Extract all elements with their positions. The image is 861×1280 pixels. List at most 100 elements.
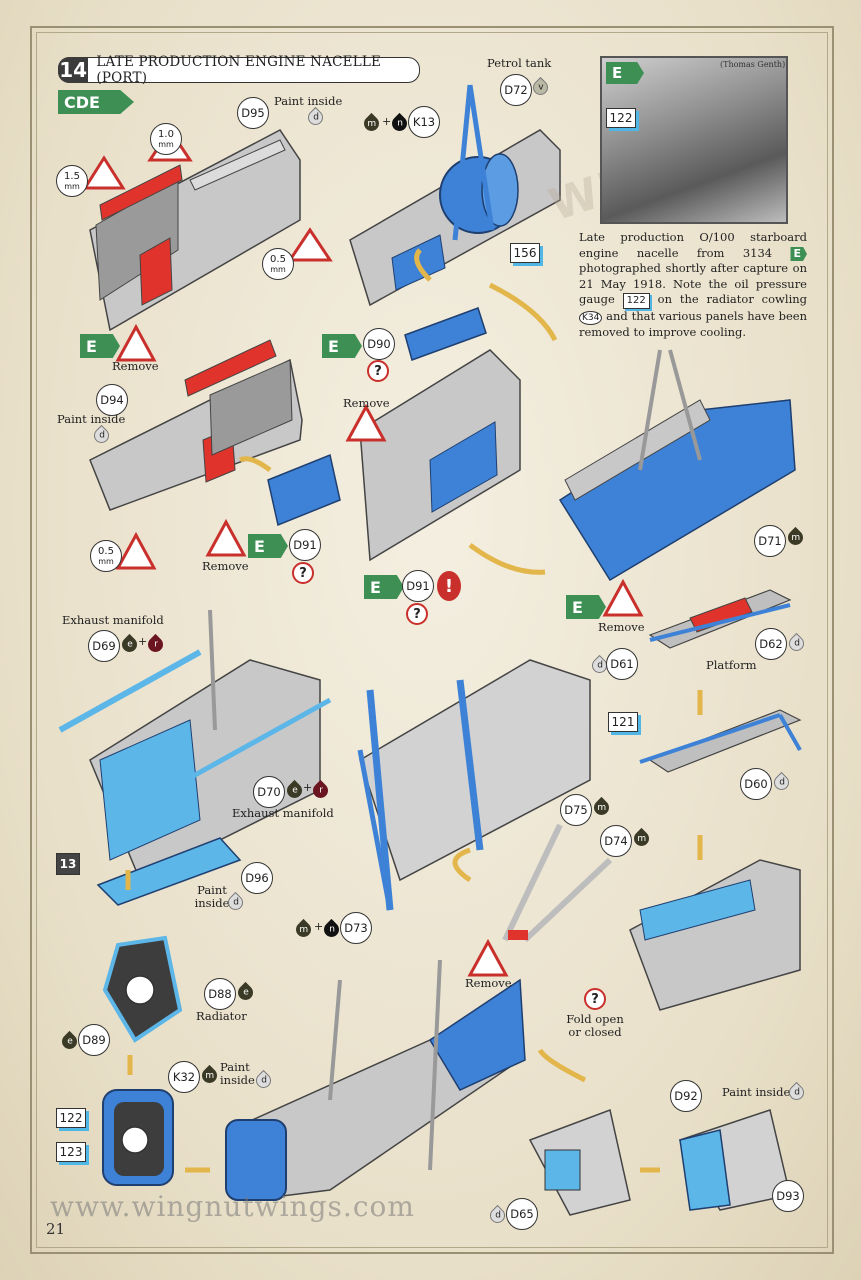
question-d91-left: ?: [292, 562, 314, 584]
part-d72: D72: [500, 74, 532, 106]
label-exhaust-manifold-top: Exhaust manifold: [62, 613, 164, 627]
label-or-closed: or closed: [568, 1025, 622, 1039]
part-d92: D92: [670, 1080, 702, 1112]
question-fold: ?: [584, 988, 606, 1010]
part-d75: D75: [560, 794, 592, 826]
part-d71: D71: [754, 525, 786, 557]
nose-cowl-d65: [528, 1108, 631, 1216]
version-flag-cde: CDE: [58, 90, 134, 114]
flag-e-remove-1: E: [80, 334, 120, 358]
photo-credit: (Thomas Genth): [720, 60, 786, 69]
box-step-13: 13: [56, 853, 80, 875]
part-d89: D89: [78, 1024, 110, 1056]
caption-gauge-122: 122: [622, 293, 650, 309]
part-d93: D93: [772, 1180, 804, 1212]
reference-photo: E (Thomas Genth) 122: [600, 56, 788, 224]
part-d91-left: D91: [289, 529, 321, 561]
box-156: 156: [510, 243, 540, 263]
flag-e-d91: E: [248, 534, 288, 558]
label-paint-inside-d92: Paint inside: [722, 1085, 791, 1099]
radiator-cowling-k32: [102, 1089, 174, 1186]
label-remove-2: Remove: [202, 559, 249, 573]
part-d70: D70: [253, 776, 285, 808]
label-radiator: Radiator: [196, 1009, 247, 1023]
nacelle-panel-mid-left: [89, 339, 303, 511]
nacelle-final-assembly: [225, 959, 526, 1201]
nacelle-engine-center: [357, 659, 591, 911]
part-d65: D65: [506, 1198, 538, 1230]
label-paint-inside-k32: Paint inside: [220, 1060, 255, 1088]
box-121: 121: [608, 712, 638, 732]
part-d91-center: D91: [402, 570, 434, 602]
plus-k13: +: [382, 115, 392, 128]
page-border: [30, 26, 834, 1254]
flag-e-platform: E: [566, 595, 606, 619]
panel-d91-blue: [267, 453, 341, 527]
label-exhaust-manifold-bottom: Exhaust manifold: [232, 806, 334, 820]
nacelle-with-petrol-tank: [349, 84, 561, 307]
arrows: [125, 248, 703, 1173]
part-d61: D61: [606, 648, 638, 680]
label-paint-inside-d96: Paint inside: [194, 883, 230, 911]
page-border-inner: [36, 32, 828, 1248]
part-d74: D74: [600, 825, 632, 857]
remove-triangles: [82, 127, 644, 977]
nacelle-assembled-blue: [558, 349, 796, 582]
question-d91-center: ?: [406, 603, 428, 625]
part-k32: K32: [168, 1061, 200, 1093]
step-title: LATE PRODUCTION ENGINE NACELLE (PORT): [96, 54, 382, 86]
flag-e-d90: E: [322, 334, 362, 358]
part-d96: D96: [241, 862, 273, 894]
part-d88: D88: [204, 978, 236, 1010]
label-paint-inside-d95: Paint inside: [274, 94, 343, 108]
label-petrol-tank: Petrol tank: [487, 56, 552, 70]
plus-d73: +: [314, 920, 324, 933]
plus-d70: +: [303, 781, 313, 794]
label-remove-4: Remove: [598, 620, 645, 634]
photo-caption: Late production O/100 starboard engine n…: [579, 230, 807, 341]
part-d69: D69: [88, 630, 120, 662]
caption-text-1: Late production O/100 starboard engine n…: [579, 230, 807, 260]
warning-d91: !: [437, 571, 461, 601]
box-122: 122: [56, 1108, 86, 1128]
panel-d90: [404, 307, 487, 361]
step-header: 14 LATE PRODUCTION ENGINE NACELLE (PORT): [58, 54, 420, 86]
label-platform: Platform: [706, 658, 757, 672]
part-d73: D73: [340, 912, 372, 944]
label-remove-5: Remove: [465, 976, 512, 990]
plus-d69: +: [138, 635, 148, 648]
flag-e-d91-center: E: [364, 575, 404, 599]
label-remove-1: Remove: [112, 359, 159, 373]
website-url[interactable]: www.wingnutwings.com: [50, 1190, 415, 1223]
platform: [639, 589, 802, 773]
nacelle-panel-top-left: [89, 129, 301, 332]
caption-text-4: and that various panels have been remove…: [579, 308, 808, 340]
caption-flag-e: E: [790, 246, 807, 262]
radiator-d88: [102, 935, 183, 1043]
caption-text-3: on the radiator cowling: [657, 292, 808, 307]
panel-d96: [96, 837, 242, 906]
part-d95: D95: [237, 97, 269, 129]
step-number: 14: [58, 57, 89, 83]
caption-text-2: photographed shortly after capture on 21…: [579, 261, 807, 307]
part-d90: D90: [363, 328, 395, 360]
photo-part-122: 122: [606, 108, 636, 128]
label-fold-open: Fold open: [566, 1012, 624, 1026]
part-k13: K13: [408, 106, 440, 138]
label-paint-inside-d94: Paint inside: [57, 412, 126, 426]
box-123: 123: [56, 1142, 86, 1162]
caption-cowling-k34: K34: [579, 310, 603, 326]
nose-cowl-d92: [678, 1109, 791, 1211]
part-d94: D94: [96, 384, 128, 416]
part-d62: D62: [755, 628, 787, 660]
page-number: 21: [46, 1220, 66, 1238]
label-remove-3: Remove: [343, 396, 390, 410]
nacelle-engine-right: [629, 859, 801, 1011]
part-d60: D60: [740, 768, 772, 800]
struts-d74-d75: [502, 823, 613, 943]
